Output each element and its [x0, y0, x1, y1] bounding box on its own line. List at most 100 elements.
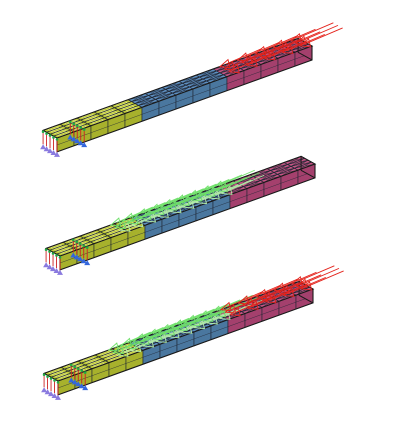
load-arrow [302, 267, 340, 285]
load-arrow-head [165, 201, 177, 211]
support-triangle [54, 151, 60, 157]
load-arrow [152, 317, 190, 335]
load-arrow-head [300, 281, 313, 291]
load-arrow [288, 33, 325, 51]
load-arrow [244, 284, 281, 301]
load-arrow [167, 188, 204, 205]
side-mesh-line [278, 301, 297, 309]
load-arrow [261, 35, 298, 52]
support-node [55, 138, 59, 141]
side-mesh-line [110, 238, 129, 245]
support-triangle [43, 262, 50, 268]
mesh-highlight [94, 237, 108, 243]
support-node [83, 371, 87, 374]
load-arrow-head [155, 333, 167, 343]
support-triangle [80, 258, 87, 264]
load-arrow-head [195, 194, 208, 205]
load-arrow [174, 318, 212, 335]
load-arrow-head [122, 212, 135, 223]
mesh-highlight [118, 103, 132, 109]
side-mesh-line [209, 83, 228, 90]
load-arrow-head [214, 307, 226, 318]
mesh-highlight [90, 235, 104, 241]
load-arrow [176, 193, 214, 210]
support-triangle [50, 266, 56, 272]
load-arrow-head [206, 315, 218, 325]
load-arrow [215, 179, 252, 196]
load-arrow-head [188, 317, 201, 327]
load-arrow [270, 40, 308, 57]
load-arrow-head [109, 217, 122, 227]
load-arrow [271, 283, 309, 300]
support-triangle [77, 256, 84, 262]
support-triangle [68, 377, 75, 383]
support-node [48, 134, 52, 137]
support-node [46, 375, 49, 378]
mesh-highlight [51, 370, 64, 376]
support-triangle [47, 148, 53, 154]
mesh-highlight [98, 107, 111, 113]
fixed-support-group [40, 120, 88, 157]
support-triangle [53, 268, 60, 273]
mesh-diagonal [202, 74, 224, 80]
mesh-highlight [53, 129, 67, 135]
load-arrow [125, 211, 163, 228]
load-arrow [184, 186, 222, 203]
load-arrow [178, 308, 215, 325]
load-arrow-head [299, 38, 312, 48]
load-arrow [136, 332, 173, 349]
load-arrow-head [218, 58, 231, 69]
mesh-highlight [101, 225, 114, 231]
mesh-highlight [64, 119, 77, 125]
load-arrow [197, 181, 235, 198]
mesh-highlight [102, 352, 115, 358]
support-triangle [51, 393, 58, 398]
load-arrow [142, 197, 179, 214]
side-mesh-line [176, 338, 195, 346]
load-arrow [249, 287, 286, 304]
red-pressure-load-arrows [219, 265, 344, 317]
load-arrow-head [150, 330, 163, 341]
load-arrow-head [219, 301, 232, 312]
side-mesh-line [144, 225, 163, 233]
load-arrow [165, 313, 202, 330]
mesh-highlight [77, 243, 90, 249]
side-mesh-line [56, 138, 75, 146]
mesh-highlight [104, 227, 117, 233]
load-arrow [127, 327, 164, 344]
load-arrow-head [133, 333, 145, 343]
mesh-highlight [75, 368, 88, 374]
load-arrow [162, 322, 199, 340]
load-arrow-head [278, 284, 290, 295]
beam-top [40, 22, 343, 157]
load-arrow [225, 48, 263, 65]
load-arrow-head [273, 282, 286, 292]
load-arrow [170, 315, 207, 333]
mesh-highlight [92, 362, 106, 368]
mesh-diagonal [270, 166, 292, 171]
load-arrow-head [193, 319, 206, 330]
load-arrow-head [220, 185, 233, 195]
load-arrow-head [137, 335, 150, 345]
side-mesh-line [108, 363, 127, 370]
load-arrow [187, 313, 224, 330]
load-arrow-head [167, 328, 180, 339]
mesh-highlight [121, 105, 135, 110]
load-arrow-head [277, 41, 289, 52]
load-arrow-head [169, 203, 182, 214]
support-triangle [84, 260, 91, 266]
load-arrow [297, 22, 334, 39]
load-arrow [149, 327, 186, 344]
support-node [51, 252, 55, 255]
side-mesh-line [193, 332, 212, 340]
load-arrow-head [176, 321, 188, 332]
load-arrow-head [180, 324, 193, 334]
load-arrow-head [236, 52, 249, 62]
load-arrow [227, 174, 265, 192]
support-triangle [74, 138, 81, 144]
side-mesh-line [195, 207, 214, 215]
load-arrow-head [147, 203, 160, 213]
support-node [58, 256, 62, 259]
load-arrow-head [157, 208, 169, 218]
load-arrow-head [160, 198, 173, 209]
